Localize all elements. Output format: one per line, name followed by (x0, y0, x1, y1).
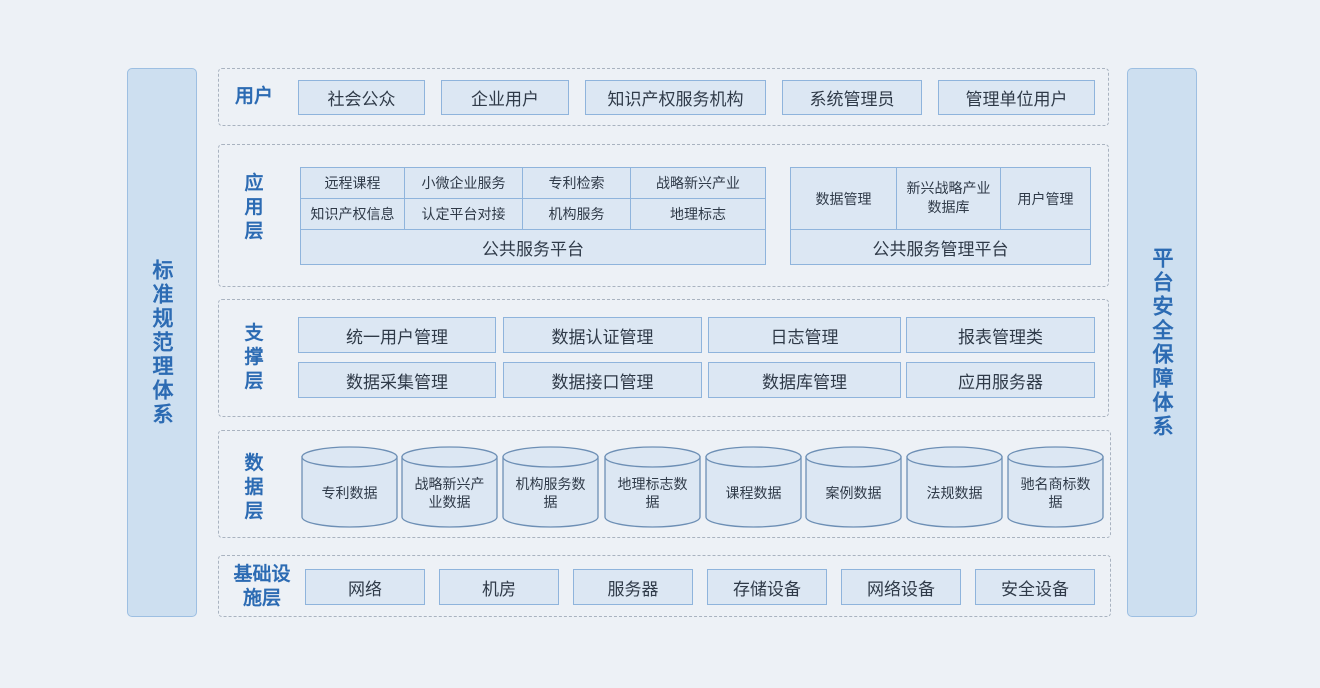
database-cylinder-label: 课程数据 (725, 485, 782, 502)
service-cell: 地理标志 (630, 198, 766, 230)
standards-system-label: 标准规范理体系 (150, 258, 174, 427)
public-service-platform: 公共服务平台 (300, 229, 766, 265)
database-cylinder-label: 驰名商标数据 (1020, 476, 1091, 511)
support-box: 数据库管理 (708, 362, 901, 398)
user-box: 企业用户 (441, 80, 569, 115)
database-cylinder-label: 战略新兴产业数据 (414, 476, 485, 511)
database-cylinder: 案例数据 (805, 446, 902, 528)
service-cell: 知识产权信息 (300, 198, 405, 230)
service-cell: 认定平台对接 (404, 198, 523, 230)
user-layer-label: 用户 (234, 85, 273, 107)
service-cell: 远程课程 (300, 167, 405, 199)
user-box: 系统管理员 (782, 80, 922, 115)
database-cylinder: 地理标志数据 (604, 446, 701, 528)
support-box: 报表管理类 (906, 317, 1095, 353)
database-cylinder: 课程数据 (705, 446, 802, 528)
infra-box: 安全设备 (975, 569, 1095, 605)
support-box: 日志管理 (708, 317, 901, 353)
support-box: 应用服务器 (906, 362, 1095, 398)
infrastructure-layer (218, 555, 1111, 617)
database-cylinder-icon (805, 446, 902, 528)
database-cylinder-icon (1007, 446, 1104, 528)
support-layer (218, 299, 1109, 417)
support-box: 数据采集管理 (298, 362, 496, 398)
database-cylinder-icon (401, 446, 498, 528)
database-cylinder: 专利数据 (301, 446, 398, 528)
support-box: 统一用户管理 (298, 317, 496, 353)
database-cylinder-icon (301, 446, 398, 528)
support-layer-label: 支撑层 (244, 322, 264, 392)
infra-box: 网络设备 (841, 569, 961, 605)
user-layer (218, 68, 1109, 126)
infra-box: 存储设备 (707, 569, 827, 605)
database-cylinder-label: 案例数据 (825, 485, 882, 502)
database-cylinder-icon (502, 446, 599, 528)
user-box: 知识产权服务机构 (585, 80, 766, 115)
mgmt-cell: 新兴战略产业数据库 (896, 167, 1001, 230)
database-cylinder: 机构服务数据 (502, 446, 599, 528)
infrastructure-layer-label: 基础设施层 (233, 563, 291, 609)
mgmt-cell: 用户管理 (1000, 167, 1091, 230)
database-cylinder: 驰名商标数据 (1007, 446, 1104, 528)
database-cylinder: 法规数据 (906, 446, 1003, 528)
data-layer (218, 430, 1111, 538)
service-cell: 小微企业服务 (404, 167, 523, 199)
data-layer-label: 数据层 (244, 452, 264, 522)
database-cylinder-icon (906, 446, 1003, 528)
database-cylinder-label: 专利数据 (321, 485, 378, 502)
service-cell: 战略新兴产业 (630, 167, 766, 199)
support-box: 数据认证管理 (503, 317, 702, 353)
public-service-mgmt-platform: 公共服务管理平台 (790, 229, 1091, 265)
service-cell: 专利检索 (522, 167, 631, 199)
security-system-label: 平台安全保障体系 (1150, 246, 1174, 439)
user-box: 管理单位用户 (938, 80, 1095, 115)
infra-box: 机房 (439, 569, 559, 605)
database-cylinder-label: 机构服务数据 (515, 476, 586, 511)
database-cylinder-label: 地理标志数据 (617, 476, 688, 511)
security-system-pillar: 平台安全保障体系 (1127, 68, 1197, 617)
service-cell: 机构服务 (522, 198, 631, 230)
database-cylinder-icon (705, 446, 802, 528)
database-cylinder: 战略新兴产业数据 (401, 446, 498, 528)
database-cylinder-icon (604, 446, 701, 528)
application-layer-label: 应用层 (244, 172, 264, 242)
support-box: 数据接口管理 (503, 362, 702, 398)
infra-box: 网络 (305, 569, 425, 605)
user-box: 社会公众 (298, 80, 425, 115)
infra-box: 服务器 (573, 569, 693, 605)
standards-system-pillar: 标准规范理体系 (127, 68, 197, 617)
application-layer (218, 144, 1109, 287)
mgmt-cell: 数据管理 (790, 167, 897, 230)
database-cylinder-label: 法规数据 (926, 485, 983, 502)
